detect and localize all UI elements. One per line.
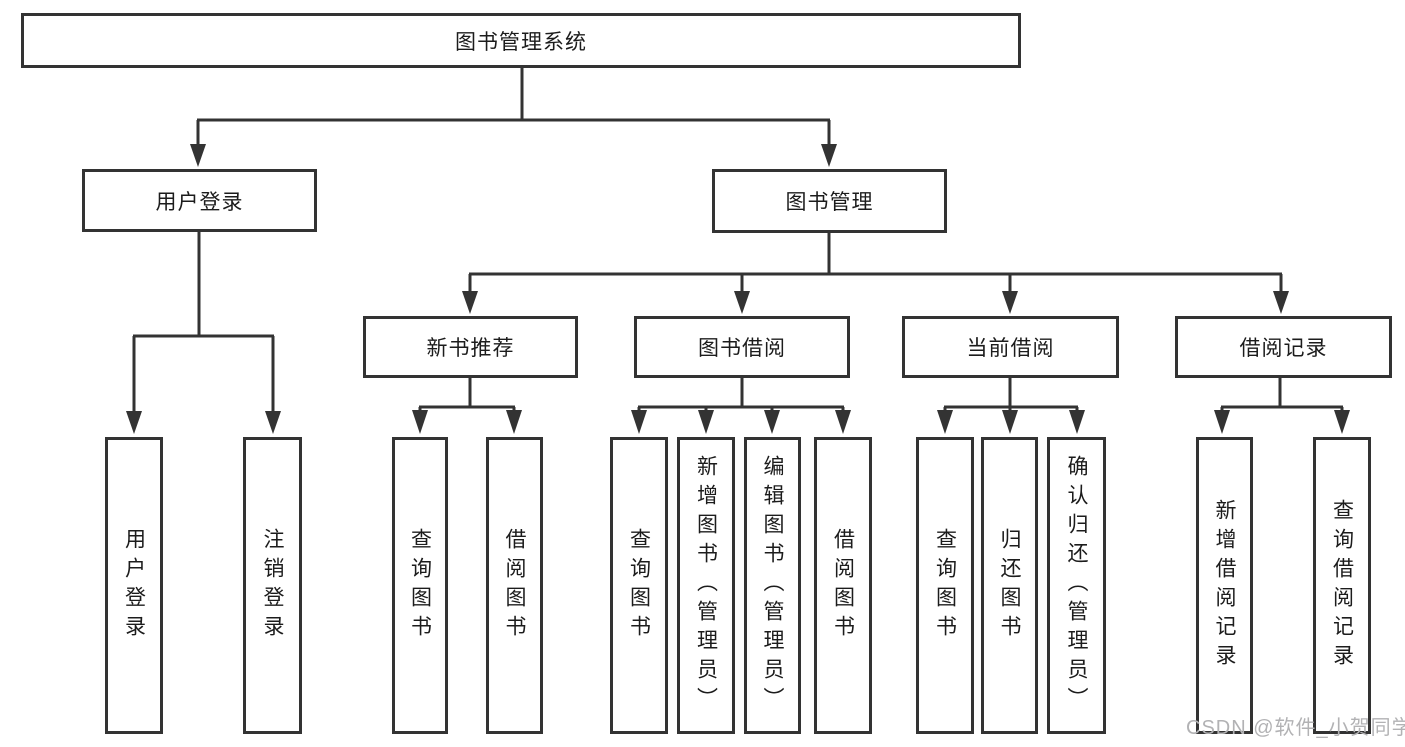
leaf-borrow-query-books-label: 查询图书 <box>627 527 651 644</box>
connector-root-to-level2 <box>190 68 837 167</box>
connector-new-book-recommend-to-leaves <box>412 377 522 434</box>
leaf-borrow-books-label: 借阅图书 <box>831 527 855 644</box>
leaf-recommend-borrow-books-label: 借阅图书 <box>503 527 526 644</box>
csdn-watermark: CSDN @软件_小贺同学 <box>1186 717 1405 739</box>
node-book-borrow: 图书借阅 <box>634 316 850 378</box>
leaf-recommend-query-books: 查询图书 <box>392 437 448 734</box>
node-root-label: 图书管理系统 <box>455 30 587 54</box>
node-new-book-recommend-label: 新书推荐 <box>426 337 515 360</box>
node-book-borrow-label: 图书借阅 <box>698 337 786 360</box>
leaf-logout-label: 注销登录 <box>261 527 284 644</box>
leaf-return-books: 归还图书 <box>981 437 1038 734</box>
connector-borrow-records-to-leaves <box>1214 377 1350 434</box>
node-borrow-records: 借阅记录 <box>1175 316 1392 378</box>
leaf-recommend-borrow-books: 借阅图书 <box>486 437 543 734</box>
leaf-borrow-query-books: 查询图书 <box>610 437 668 734</box>
node-book-management: 图书管理 <box>712 169 947 233</box>
leaf-borrow-books: 借阅图书 <box>814 437 872 734</box>
node-new-book-recommend: 新书推荐 <box>363 316 578 378</box>
connector-book-borrow-to-leaves <box>631 377 851 434</box>
node-user-login-label: 用户登录 <box>155 190 244 214</box>
connector-book-management-to-level3 <box>462 232 1289 314</box>
leaf-edit-books-admin: 编辑图书（管理员） <box>744 437 801 734</box>
connector-user-login-to-leaves <box>126 232 281 434</box>
leaf-current-query-books: 查询图书 <box>916 437 974 734</box>
leaf-query-borrow-record-label: 查询借阅记录 <box>1330 498 1354 673</box>
node-book-management-label: 图书管理 <box>785 191 874 214</box>
leaf-logout: 注销登录 <box>243 437 302 734</box>
node-borrow-records-label: 借阅记录 <box>1239 337 1328 360</box>
leaf-recommend-query-books-label: 查询图书 <box>408 527 432 644</box>
leaf-confirm-return-admin: 确认归还（管理员） <box>1047 437 1106 734</box>
leaf-query-borrow-record: 查询借阅记录 <box>1313 437 1371 734</box>
leaf-confirm-return-admin-label: 确认归还（管理员） <box>1065 455 1088 716</box>
leaf-add-books-admin: 新增图书（管理员） <box>677 437 735 734</box>
leaf-edit-books-admin-label: 编辑图书（管理员） <box>761 455 784 716</box>
leaf-user-login: 用户登录 <box>105 437 163 734</box>
leaf-add-borrow-record-label: 新增借阅记录 <box>1213 498 1236 673</box>
leaf-add-borrow-record: 新增借阅记录 <box>1196 437 1253 734</box>
node-current-borrow: 当前借阅 <box>902 316 1119 378</box>
node-current-borrow-label: 当前借阅 <box>966 337 1055 360</box>
node-root-system: 图书管理系统 <box>21 13 1021 68</box>
leaf-user-login-label: 用户登录 <box>122 527 146 644</box>
leaf-add-books-admin-label: 新增图书（管理员） <box>694 455 718 716</box>
leaf-return-books-label: 归还图书 <box>998 527 1021 644</box>
connector-current-borrow-to-leaves <box>937 377 1085 434</box>
node-user-login: 用户登录 <box>82 169 317 232</box>
leaf-current-query-books-label: 查询图书 <box>933 527 957 644</box>
